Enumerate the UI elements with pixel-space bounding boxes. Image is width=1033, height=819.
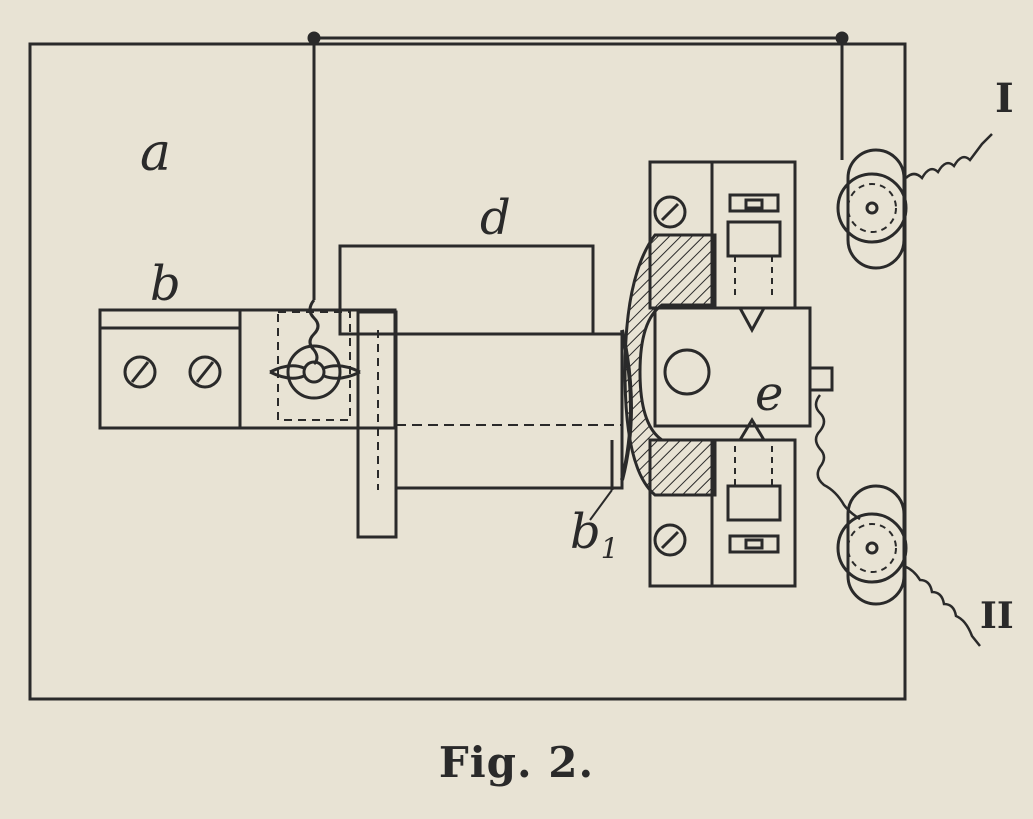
arm-terminal-tab — [808, 366, 834, 392]
upper-contact-housing — [648, 160, 797, 310]
coiled-lead-II — [903, 564, 981, 647]
coiled-lead-I — [905, 133, 993, 181]
terminal-I-plate — [846, 148, 906, 270]
lower-screw-head-slot — [744, 538, 764, 550]
terminal-I-center — [865, 201, 879, 215]
label-b1-main: b — [570, 504, 601, 560]
lower-housing-screw-icon — [653, 523, 687, 557]
thumb-nut — [269, 364, 361, 380]
hatched-yoke — [623, 233, 717, 497]
lower-contact-tip — [738, 417, 766, 441]
screw-icon — [123, 355, 157, 389]
label-d: d — [480, 190, 511, 246]
screw-icon — [188, 355, 222, 389]
upper-adjust-screw — [726, 220, 782, 258]
lower-contact-housing — [648, 438, 797, 588]
upper-screw-head-slot — [744, 198, 764, 210]
lower-adjust-screw — [726, 484, 782, 522]
label-e: e — [755, 366, 783, 422]
figure-caption: Fig. 2. — [438, 738, 595, 787]
upper-screw-head — [728, 193, 780, 213]
pivot-hub — [286, 344, 342, 400]
screw-slot — [130, 361, 150, 383]
upper-housing-screw-icon — [653, 195, 687, 229]
pivot-dashed-box — [277, 311, 351, 421]
screw-slot — [660, 530, 680, 550]
lower-screw-head — [728, 534, 780, 554]
screw-slot — [195, 361, 215, 383]
magnet-core — [394, 332, 624, 490]
arm-pivot-hole — [663, 348, 711, 396]
label-terminal-I: I — [995, 75, 1014, 122]
magnet-block-d — [338, 244, 595, 336]
contact-arm-e — [653, 306, 812, 428]
terminal-I-screw-inner — [847, 183, 897, 233]
terminal-I-screw — [836, 172, 908, 244]
label-b1: b1 — [570, 504, 619, 565]
terminal-II-screw-inner — [847, 523, 897, 573]
label-terminal-II: II — [980, 595, 1014, 637]
upper-contact-tip — [738, 307, 766, 334]
base-plate — [28, 42, 907, 701]
wire-curl — [308, 299, 320, 366]
label-b: b — [150, 256, 181, 312]
label-a: a — [140, 123, 171, 183]
coiled-lead-arm — [814, 394, 861, 521]
terminal-II-screw — [836, 512, 908, 584]
terminal-II-center — [865, 541, 879, 555]
b1-leader-line — [589, 489, 613, 521]
screw-slot — [660, 202, 680, 222]
pivot-hub-inner — [302, 360, 326, 384]
label-b1-sub: 1 — [601, 532, 619, 565]
